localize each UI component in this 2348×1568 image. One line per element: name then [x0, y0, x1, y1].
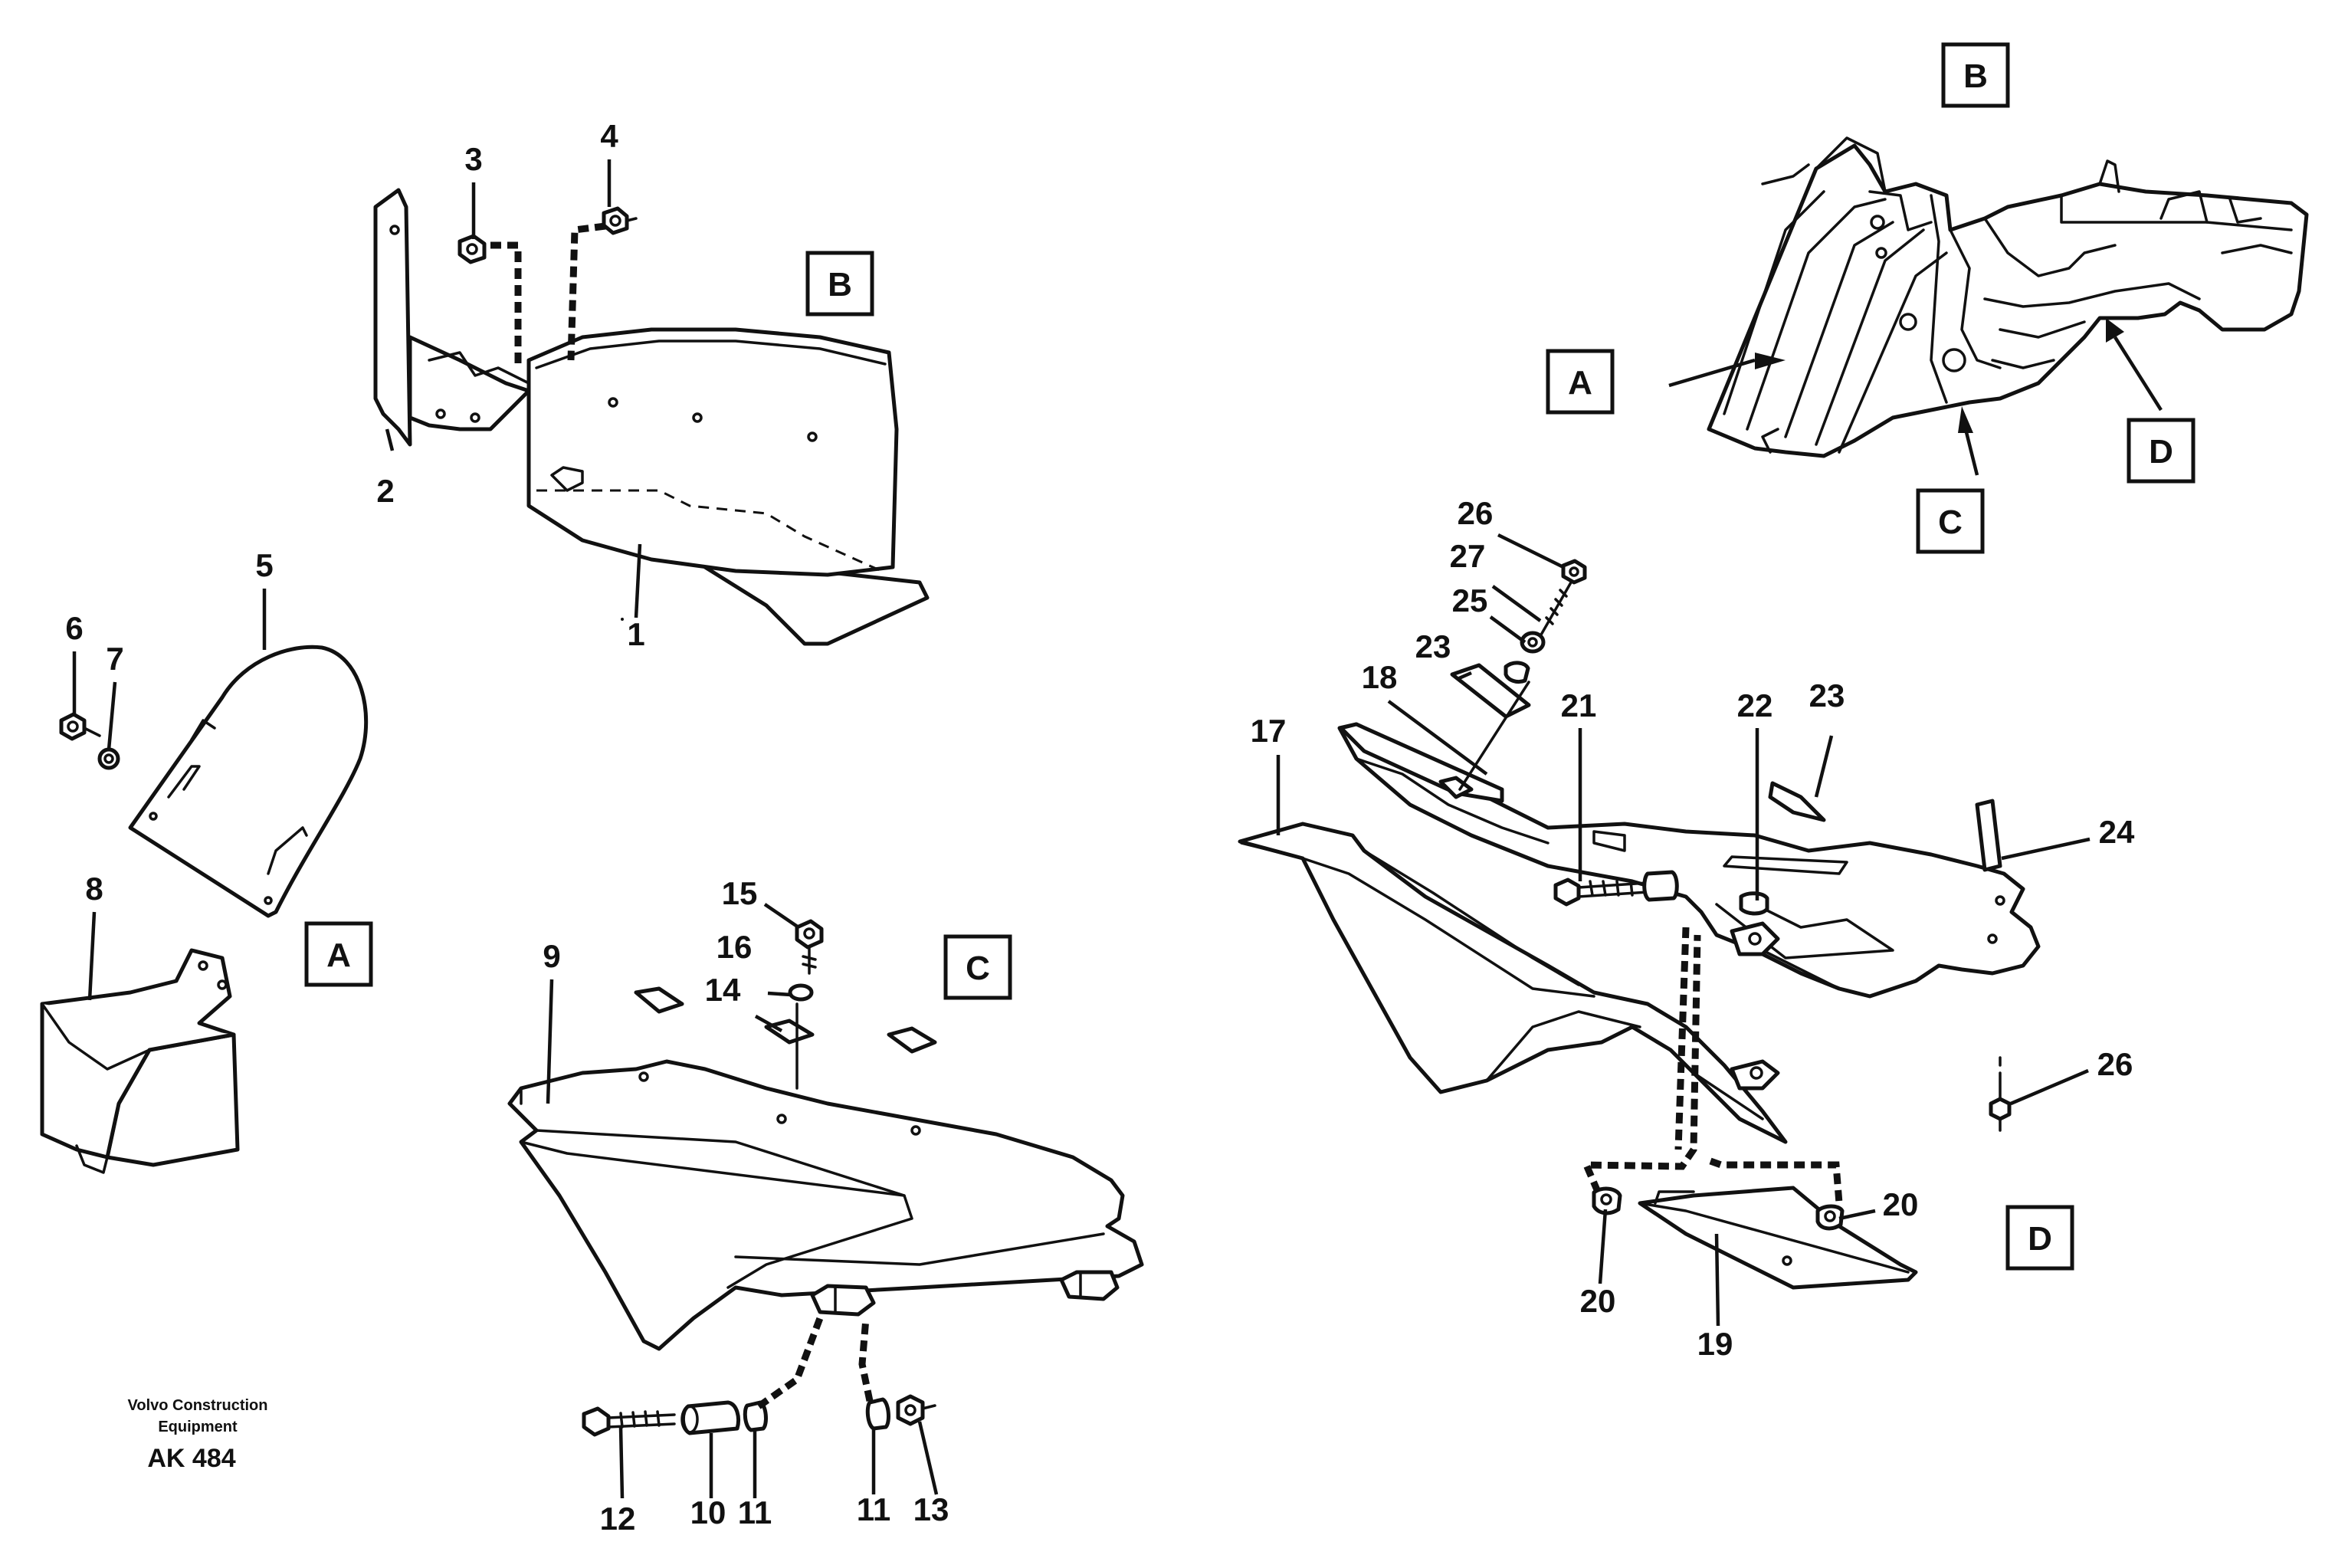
- label-part-20-left: 20: [1580, 1283, 1616, 1319]
- section-label-B-guard: B: [828, 266, 852, 303]
- leader-lines: [72, 159, 2091, 1499]
- label-part-5: 5: [255, 547, 273, 583]
- label-part-1: 1: [627, 616, 644, 652]
- parts-10-11-12-13-fasteners: [582, 1317, 936, 1437]
- label-part-23-right: 23: [1809, 677, 1845, 713]
- part-number-labels: 2 3 4 1 5 6 7 8 9 15 16 14 12 10 11 11 1…: [65, 118, 2135, 1537]
- label-part-16: 16: [717, 929, 753, 965]
- section-label-C-overview: C: [1938, 504, 1963, 541]
- label-part-12: 12: [600, 1501, 636, 1537]
- part-18-strap: [1339, 722, 1504, 803]
- label-part-11-left: 11: [738, 1494, 772, 1530]
- overview-leaders: [1668, 318, 2163, 476]
- label-part-11-right: 11: [857, 1491, 890, 1527]
- label-part-6: 6: [65, 610, 83, 646]
- parts-21-27-fasteners: [1450, 559, 2012, 1132]
- label-part-26-right: 26: [2097, 1046, 2133, 1082]
- label-part-19: 19: [1697, 1326, 1733, 1362]
- label-part-10: 10: [690, 1494, 726, 1530]
- part-9-pads: [634, 986, 937, 1054]
- label-part-9: 9: [543, 938, 560, 974]
- label-part-4: 4: [600, 118, 618, 154]
- label-part-15: 15: [722, 875, 758, 911]
- part-9-lower-guard: [507, 1059, 1144, 1351]
- label-part-23-left: 23: [1415, 628, 1451, 664]
- part-1-curved-guard-plate: [526, 327, 930, 646]
- label-part-2: 2: [376, 473, 394, 509]
- section-label-B-overview: B: [1963, 57, 1988, 95]
- parts-3-4-fasteners: [457, 206, 638, 368]
- section-labels: B A C B A C D D: [304, 42, 2196, 1271]
- section-label-C-guard: C: [966, 950, 990, 987]
- machine-frame-overview: [1707, 136, 2309, 458]
- parts-14-15-16-fasteners: [788, 919, 824, 1090]
- label-part-14: 14: [705, 972, 741, 1008]
- section-label-A-lower: A: [326, 937, 351, 974]
- label-part-21: 21: [1561, 687, 1597, 723]
- part-19-cover-plate: [1638, 1186, 1918, 1290]
- label-part-7: 7: [106, 641, 123, 677]
- part-17-lower-guard: [1238, 822, 1788, 1144]
- label-part-20-right: 20: [1883, 1186, 1919, 1222]
- brand-line-2: Equipment: [158, 1419, 238, 1435]
- label-part-3: 3: [464, 141, 482, 177]
- label-part-25: 25: [1452, 582, 1488, 618]
- label-part-27: 27: [1450, 538, 1486, 574]
- brand-line-1: Volvo Construction: [128, 1397, 268, 1414]
- parts-20-fasteners: [1581, 927, 1845, 1231]
- label-part-13: 13: [913, 1491, 949, 1527]
- part-2-bracket: [373, 188, 531, 447]
- label-part-24: 24: [2099, 814, 2135, 850]
- label-part-8: 8: [85, 871, 103, 907]
- label-part-18: 18: [1362, 659, 1398, 695]
- label-part-22: 22: [1737, 687, 1773, 723]
- diagram-code: AK 484: [147, 1444, 235, 1473]
- label-part-26-top: 26: [1458, 495, 1494, 531]
- label-part-17: 17: [1251, 713, 1287, 749]
- section-label-D-guard: D: [2028, 1220, 2052, 1258]
- part-8-bracket: [40, 948, 240, 1174]
- section-label-D-overview: D: [2149, 433, 2173, 471]
- parts-6-7-fasteners: [59, 712, 120, 770]
- part-5-shield-plate: [128, 645, 369, 918]
- brand-block: Volvo Construction Equipment AK 484: [128, 1397, 268, 1473]
- section-label-A-overview: A: [1568, 364, 1592, 402]
